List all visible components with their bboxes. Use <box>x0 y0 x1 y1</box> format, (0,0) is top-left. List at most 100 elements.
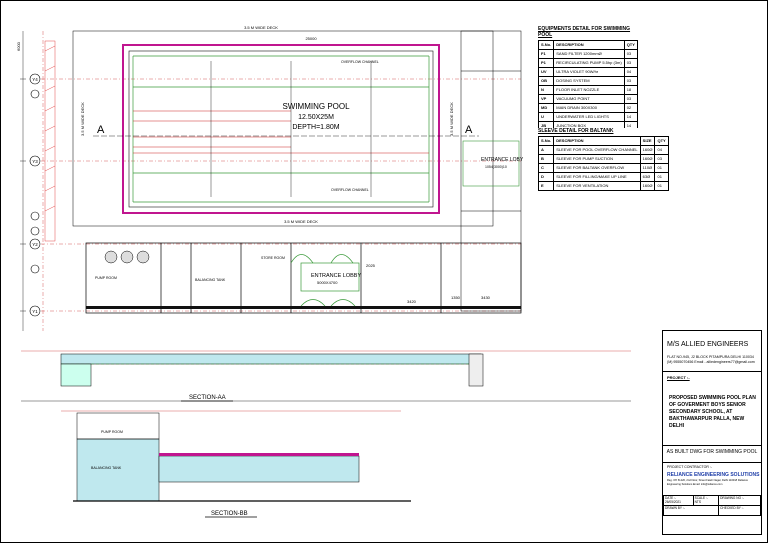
table-header: S.No. <box>537 40 555 50</box>
pool-piping <box>132 55 430 203</box>
axis-label: Y2 <box>32 242 38 247</box>
table-cell: MD <box>537 103 555 113</box>
table-cell: RECIRCULATING PUMP 5.5hp (3m) <box>553 58 625 68</box>
table-cell: C <box>537 163 555 173</box>
building-lower <box>85 242 522 314</box>
table-cell: 03 <box>654 154 669 164</box>
table-cell: D <box>537 172 555 182</box>
table-cell: P1 <box>537 58 555 68</box>
table-cell: SLEEVE FOR FILLING/MAKE UP LINE <box>553 172 641 182</box>
entrance-lobby-right: ENTRANCE LOBY <box>481 157 524 163</box>
section-marker-right: A <box>465 124 473 136</box>
firm-name: M/S ALLIED ENGINEERS <box>667 341 749 348</box>
table-cell: U <box>537 112 555 122</box>
table-cell: 110Ø <box>639 163 656 173</box>
table-cell: N <box>537 85 555 95</box>
table-cell: ULTRA VIOLET 90W/hr <box>553 67 625 77</box>
date-cell: DATE :-26/05/2021 <box>663 495 694 506</box>
sleeve-table-title: SLEEVE DETAIL FOR BALTANK <box>538 128 614 134</box>
pump-room-left: PUMP ROOM <box>95 276 117 280</box>
pool-lane-marks <box>210 61 372 197</box>
pool-inner-wall <box>128 50 434 208</box>
table-cell: VP <box>537 94 555 104</box>
dim-1350: 1350 <box>451 295 461 300</box>
table-header-row: S.No. DESCRIPTION QTY <box>537 40 639 50</box>
table-header: SIZE <box>639 136 656 146</box>
table-cell: UV <box>537 67 555 77</box>
balancing-tank-section: BALANCING TANK <box>91 466 122 470</box>
firm-address-line: FLAT NO-945, J2 BLOCK PITAMPURA DELHI 11… <box>667 355 754 359</box>
table-cell: DOSING SYSTEM <box>553 76 625 86</box>
deck-label-left: 3.5 M WIDE DECK <box>80 102 85 136</box>
table-header: QTY <box>623 40 639 50</box>
section-aa-drawing <box>21 350 631 402</box>
table-cell: 160Ø <box>639 181 656 191</box>
building-right <box>460 30 522 312</box>
scale-value: NTS <box>694 500 701 504</box>
date-value: 26/05/2021 <box>665 500 681 504</box>
table-header: QTY <box>654 136 669 146</box>
pool-inlet-lines <box>133 110 429 154</box>
pool-name: SWIMMING POOL <box>282 102 350 111</box>
table-cell: OB <box>537 76 555 86</box>
deck-label-right: 3.5 M WIDE DECK <box>449 102 454 136</box>
table-cell: UNDERWATER LED LIGHTS <box>553 112 625 122</box>
pool-size: 12.50X25M <box>298 114 334 121</box>
filter-tanks <box>104 250 150 264</box>
equipment-table-title: EQUIPMENTS DETAIL FOR SWIMMING POOL <box>538 26 631 38</box>
checked-by-cell: CHECKED BY :- <box>718 505 761 516</box>
table-cell: 04 <box>623 67 639 77</box>
table-cell: FLOOR INLET NOZZLE <box>553 85 625 95</box>
entrance-lobby-right-size: 1054(3000)10 <box>485 165 507 169</box>
section-marker-left: A <box>97 124 105 136</box>
table-cell: SAND FILTER 1200mmØ <box>553 49 625 59</box>
title-cells: DATE :-26/05/2021 SCALE :-NTS DRAWING NO… <box>662 495 761 516</box>
project-label: PROJECT :- <box>667 375 690 380</box>
table-cell: 14 <box>623 112 639 122</box>
table-cell: 01 <box>654 181 669 191</box>
overflow-channel-bottom: OVERFLOW CHANNEL <box>331 188 369 192</box>
contractor-address: Reg. Off: B-220, 2nd Floor, Street Fateh… <box>667 479 748 486</box>
table-cell: SLEEVE FOR BALTANK OVERFLOW <box>553 163 641 173</box>
drawing-no-cell: DRAWING NO :- <box>718 495 761 506</box>
table-cell: SLEEVE FOR VENTILATION <box>553 181 641 191</box>
drawing-title: AS BUILT DWG FOR SWIMMING POOL <box>666 449 758 455</box>
table-header: S.No. <box>537 136 555 146</box>
table-cell: 03 <box>623 76 639 86</box>
hatch-column <box>44 40 56 242</box>
entrance-lobby-size: 5000X4700 <box>317 280 338 285</box>
axis-label: Y4 <box>32 77 38 82</box>
table-cell: VACUUMG POINT <box>553 94 625 104</box>
scale-cell: SCALE :-NTS <box>692 495 720 506</box>
axis-label: Y1 <box>32 309 38 314</box>
dim-3430: 3430 <box>481 295 491 300</box>
pool-outer-wall <box>122 44 440 214</box>
dim-6000: 6000 <box>16 41 21 51</box>
table-header-row: S.No. DESCRIPTION SIZE QTY <box>537 136 669 146</box>
table-cell: SLEEVE FOR PUMP SUCTION <box>553 154 641 164</box>
table-cell: F1 <box>537 49 555 59</box>
project-title: PROPOSED SWIMMING POOL PLAN OF GOVERMENT… <box>669 395 756 429</box>
table-header: DESCRIPTION <box>553 40 625 50</box>
axis-bubbles <box>29 73 41 317</box>
table-cell: 03 <box>623 49 639 59</box>
table-cell: 18 <box>623 85 639 95</box>
dim-width: 25000 <box>305 36 317 41</box>
table-cell: SLEEVE FOR POOL OVERFLOW CHANNEL <box>553 145 641 155</box>
deck-label-bottom: 3.5 M WIDE DECK <box>284 219 318 224</box>
pump-room-section: PUMP ROOM <box>101 430 123 434</box>
overflow-channel-top: OVERFLOW CHANNEL <box>341 60 379 64</box>
sleeve-table: SLEEVE DETAIL FOR BALTANK S.No. DESCRIPT… <box>537 128 669 191</box>
firm-contact-line: (M) 9555070456 Email - alliedengineers77… <box>667 360 755 364</box>
table-cell: 01 <box>654 163 669 173</box>
